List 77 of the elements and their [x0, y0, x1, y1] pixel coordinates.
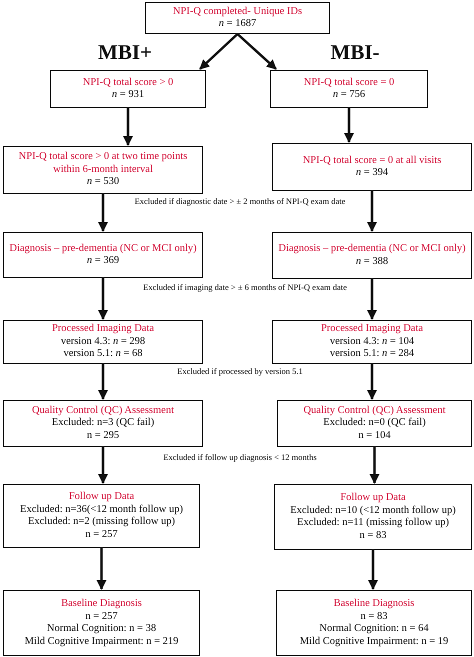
box-text: n = 931 [112, 89, 144, 102]
flow-box [272, 143, 472, 191]
box-text: n = 83 [360, 530, 386, 542]
box-text: n = 756 [332, 89, 366, 102]
arrow [98, 447, 108, 484]
box-heading: NPI-Q total score = 0 at all visits [302, 154, 442, 167]
arrow [367, 364, 377, 400]
box-text: Normal Cognition: n = 38 [46, 623, 156, 636]
box-heading: Follow up Data [340, 492, 406, 504]
arrow [236, 33, 277, 70]
flow-box [270, 70, 428, 108]
box-text: Excluded: n=36(<12 month follow up) [20, 504, 183, 516]
box-heading: NPI-Q completed- Unique IDs [172, 6, 302, 18]
box-text: n = 257 [85, 610, 118, 623]
arrow [367, 191, 377, 232]
box-heading: Follow up Data [68, 491, 134, 504]
flow-box [272, 232, 472, 279]
box-text: n = 394 [356, 167, 388, 180]
box-heading: Baseline Diagnosis [61, 598, 142, 610]
box-heading: Processed Imaging Data [52, 323, 154, 336]
box-text: n = 295 [86, 430, 120, 442]
box-text: version 4.3: n = 298 [60, 336, 146, 348]
arrow [96, 548, 106, 590]
arrow [199, 33, 238, 70]
box-text: version 5.1: n = 68 [63, 348, 143, 361]
exclusion-note: Excluded if processed by version 5.1 [176, 366, 304, 376]
box-text: Excluded: n=2 (missing follow up) [28, 516, 176, 528]
group-label: MBI+ [97, 40, 153, 65]
flow-box [50, 70, 206, 108]
flow-box [3, 232, 203, 278]
arrow [344, 108, 354, 143]
exclusion-note: Excluded if imaging date > ± 6 months of NPI-Q exam date [142, 282, 348, 292]
box-text: Excluded: n=10 (<12 month follow up) [290, 504, 456, 517]
arrow [367, 279, 377, 320]
box-heading: Quality Control (QC) Assessment [32, 404, 174, 418]
flow-box [277, 400, 472, 447]
box-heading: Diagnosis – pre-dementia (NC or MCI only) [9, 242, 197, 255]
flow-box [272, 320, 472, 364]
flow-box [3, 400, 203, 447]
box-text: n = 369 [86, 255, 120, 268]
arrow [368, 550, 378, 590]
box-heading: Quality Control (QC) Assessment [303, 404, 446, 418]
box-text: n = 1687 [218, 18, 256, 30]
box-text: n = 257 [85, 528, 118, 541]
box-heading: NPI-Q total score > 0 at two time points within 6-month interval [18, 151, 188, 176]
arrow [98, 364, 108, 400]
arrow [370, 447, 380, 484]
box-heading: NPI-Q total score > 0 [82, 76, 174, 89]
box-text: n = 388 [356, 256, 388, 268]
arrow [98, 194, 108, 232]
flow-box [3, 320, 203, 364]
box-heading: NPI-Q total score = 0 [304, 76, 394, 89]
box-text: version 5.1: n = 284 [330, 348, 414, 361]
box-text: version 4.3: n = 104 [330, 336, 414, 348]
box-text: Excluded: n=3 (QC fail) [52, 417, 154, 430]
arrow [123, 108, 133, 146]
exclusion-note: Excluded if diagnostic date > ± 2 months of NPI-Q exam date [134, 196, 346, 206]
exclusion-note: Excluded if follow up diagnosis < 12 months [162, 452, 318, 462]
box-text: Excluded: n=11 (missing follow up) [297, 517, 449, 530]
box-text: Mild Cognitive Impairment: n = 219 [24, 636, 178, 648]
arrow [98, 278, 108, 320]
group-label: MBI- [330, 40, 380, 65]
box-text: n = 530 [86, 176, 120, 189]
box-heading: Diagnosis – pre-dementia (NC or MCI only) [278, 243, 466, 256]
flow-box [145, 2, 330, 34]
flow-box [276, 590, 472, 656]
box-heading: Baseline Diagnosis [334, 598, 414, 610]
flow-box [3, 590, 200, 656]
box-text: Normal Cognition: n = 64 [319, 623, 429, 636]
flow-box [3, 146, 203, 194]
box-text: n = 104 [358, 430, 391, 442]
box-heading: Processed Imaging Data [320, 323, 424, 336]
flow-box [274, 484, 472, 550]
box-text: Mild Cognitive Impairment: n = 19 [300, 636, 448, 648]
flow-box [3, 484, 200, 548]
box-text: n = 83 [360, 610, 388, 623]
box-text: Excluded: n=0 (QC fail) [323, 417, 426, 430]
